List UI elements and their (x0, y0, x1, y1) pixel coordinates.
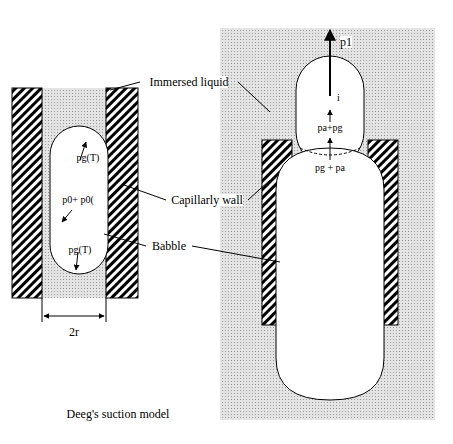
bubble (276, 148, 384, 400)
part-label: Capillarly wall (171, 194, 243, 206)
pressure-symbol: i (336, 93, 341, 103)
pressure-symbol: p0+ p0( (61, 195, 94, 205)
part-label: Babble (152, 240, 186, 252)
pressure-symbol: pg(T) (76, 153, 101, 163)
caption: Deeg's suction model (67, 408, 170, 420)
pressure-symbol: pg(T) (68, 245, 93, 255)
bubble (50, 126, 108, 274)
liquid (220, 28, 435, 420)
pressure-symbol: pg + pa (314, 163, 346, 173)
pressure-symbol: pa+pg (316, 123, 343, 133)
dimension: 2r (69, 326, 79, 338)
part-label: Immersed liquid (150, 76, 229, 88)
capillary-wall (106, 88, 138, 298)
pressure-symbol: p1 (340, 36, 352, 48)
capillary-wall (12, 88, 42, 298)
